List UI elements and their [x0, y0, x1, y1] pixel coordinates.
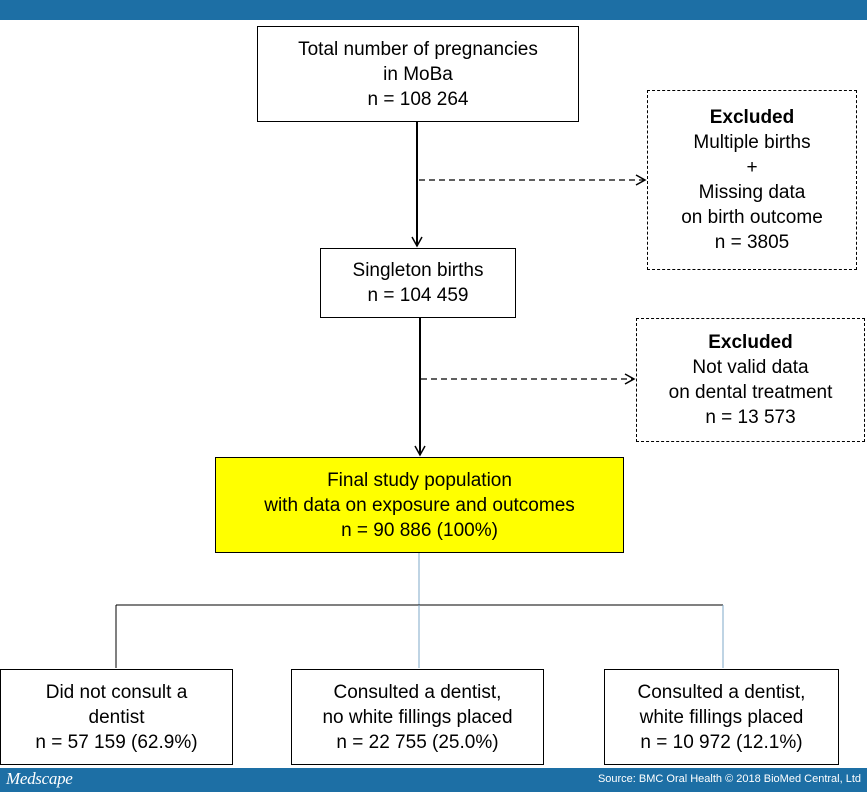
excluded2-title: Excluded	[708, 332, 793, 353]
group3-line2: white fillings placed	[639, 706, 804, 728]
final-line3: n = 90 886 (100%)	[341, 519, 498, 541]
header-bar	[0, 0, 867, 20]
total-pregnancies-box: Total number of pregnancies in MoBa n = …	[257, 26, 579, 122]
group1-line1: Did not consult a	[45, 681, 188, 703]
excluded1-line4: on birth outcome	[681, 207, 823, 228]
medscape-logo: Medscape	[6, 769, 73, 788]
excluded1-line2: +	[746, 157, 758, 178]
excluded-box-2: Excluded Not valid data on dental treatm…	[636, 318, 865, 442]
singleton-births-box: Singleton births n = 104 459	[320, 248, 516, 318]
total-line3: n = 108 264	[367, 88, 469, 110]
excluded1-line5: n = 3805	[714, 232, 790, 253]
excluded1-line1: Multiple births	[693, 132, 811, 153]
total-line2: in MoBa	[383, 63, 453, 85]
excluded2-line3: n = 13 573	[705, 407, 796, 428]
excluded-box-1: Excluded Multiple births + Missing data …	[647, 90, 857, 270]
group2-line3: n = 22 755 (25.0%)	[336, 731, 499, 753]
group-no-white-fillings-box: Consulted a dentist, no white fillings p…	[291, 669, 544, 765]
group1-line2: dentist	[88, 706, 145, 728]
excluded2-line2: on dental treatment	[668, 382, 833, 403]
footer-bar: Medscape Source: BMC Oral Health © 2018 …	[0, 768, 867, 792]
final-population-box: Final study population with data on expo…	[215, 457, 624, 553]
group2-line1: Consulted a dentist,	[333, 681, 502, 703]
excluded2-line1: Not valid data	[692, 357, 809, 378]
final-line2: with data on exposure and outcomes	[264, 494, 575, 516]
group2-line2: no white fillings placed	[322, 706, 513, 728]
singleton-line2: n = 104 459	[367, 285, 469, 306]
group-no-dentist-box: Did not consult a dentist n = 57 159 (62…	[0, 669, 233, 765]
excluded1-title: Excluded	[709, 107, 795, 128]
group3-line3: n = 10 972 (12.1%)	[640, 731, 803, 753]
source-credit: Source: BMC Oral Health © 2018 BioMed Ce…	[597, 773, 861, 785]
group3-line1: Consulted a dentist,	[637, 681, 806, 703]
total-line1: Total number of pregnancies	[298, 38, 538, 60]
group-white-fillings-box: Consulted a dentist, white fillings plac…	[604, 669, 839, 765]
excluded1-line3: Missing data	[698, 182, 806, 203]
group1-line3: n = 57 159 (62.9%)	[35, 731, 198, 753]
singleton-line1: Singleton births	[352, 260, 484, 281]
final-line1: Final study population	[327, 469, 512, 491]
